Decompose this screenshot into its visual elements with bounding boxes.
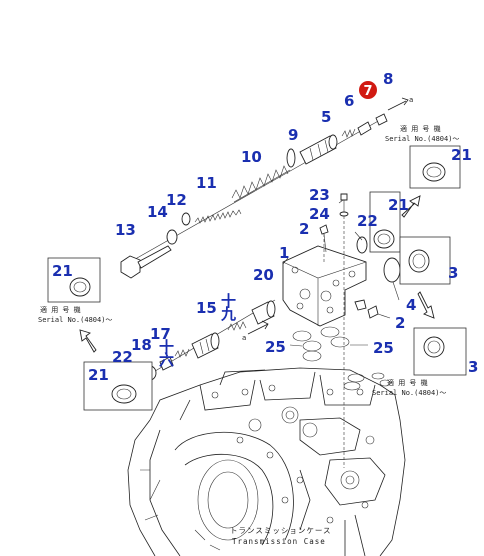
callout-25-right: 25 [373, 339, 394, 357]
callout-13: 13 [115, 221, 136, 239]
callout-labels: 1 2 2 3 3 4 5 6 7 8 9 10 11 12 13 14 15 … [52, 70, 478, 384]
note-left-en: Serial No.(4804)～ [38, 316, 112, 324]
callout-11: 11 [196, 174, 217, 192]
detail-box-lower-left [83, 361, 153, 411]
callout-3-lower: 3 [468, 358, 478, 376]
pointer-arrows [79, 195, 435, 353]
upper-valve-assembly [120, 97, 409, 279]
callout-18: 18 [131, 336, 152, 354]
callout-1: 1 [279, 244, 289, 262]
right-small-rings [343, 372, 391, 391]
callout-21-upper-right: 21 [451, 146, 472, 164]
detail-box-upper-right [409, 145, 461, 189]
callout-12: 12 [166, 191, 187, 209]
applicability-notes: 適 用 号 機 Serial No.(4804)～ 適 用 号 機 Serial… [38, 124, 459, 397]
note-left-jp: 適 用 号 機 [40, 305, 81, 314]
caption-en: Transmission Case [232, 537, 326, 546]
callout-2-lower: 2 [395, 314, 405, 332]
callout-14: 14 [147, 203, 168, 221]
callout-5: 5 [321, 108, 331, 126]
note-lower-right-en: Serial No.(4804)～ [372, 389, 446, 397]
highlight-marker [359, 81, 377, 99]
callout-10: 10 [241, 148, 262, 166]
callout-19: 十九 [219, 292, 237, 322]
leader-lines [282, 199, 400, 319]
callout-15: 15 [196, 299, 217, 317]
callout-24: 24 [309, 205, 330, 223]
arrow-label-a-top: a [409, 96, 413, 104]
ring-set [289, 262, 368, 468]
note-lower-right-jp: 適 用 号 機 [387, 378, 428, 387]
callout-3-right: 3 [448, 264, 458, 282]
callout-22-right: 22 [357, 212, 378, 230]
callout-21-lower-left: 21 [88, 366, 109, 384]
callout-21-mid-right: 21 [388, 196, 409, 214]
callout-22-left: 22 [112, 348, 133, 366]
lower-valve-assembly [139, 299, 276, 381]
callout-6: 6 [344, 92, 354, 110]
caption-jp: トランスミッションケース [230, 526, 331, 535]
detail-box-left [47, 257, 101, 303]
callout-17: 17 [150, 325, 171, 343]
callout-23: 23 [309, 186, 330, 204]
detail-box-lower-right [413, 327, 467, 376]
callout-21-left: 21 [52, 262, 73, 280]
note-upper-right-en: Serial No.(4804)～ [385, 135, 459, 143]
callout-4: 4 [406, 296, 416, 314]
arrow-label-a-mid: a [242, 334, 246, 342]
callout-20: 20 [253, 266, 274, 284]
callout-16: 十六 [157, 338, 175, 368]
transmission-case [127, 367, 406, 556]
valve-body [282, 193, 401, 327]
callout-8: 8 [383, 70, 393, 88]
note-upper-right-jp: 適 用 号 機 [400, 124, 441, 133]
callout-7: 7 [363, 84, 372, 99]
callout-2-upper: 2 [299, 220, 309, 238]
callout-9: 9 [288, 126, 298, 144]
detail-box-right [399, 236, 451, 285]
detail-box-mid-right [369, 191, 401, 253]
callout-25-left: 25 [265, 338, 286, 356]
